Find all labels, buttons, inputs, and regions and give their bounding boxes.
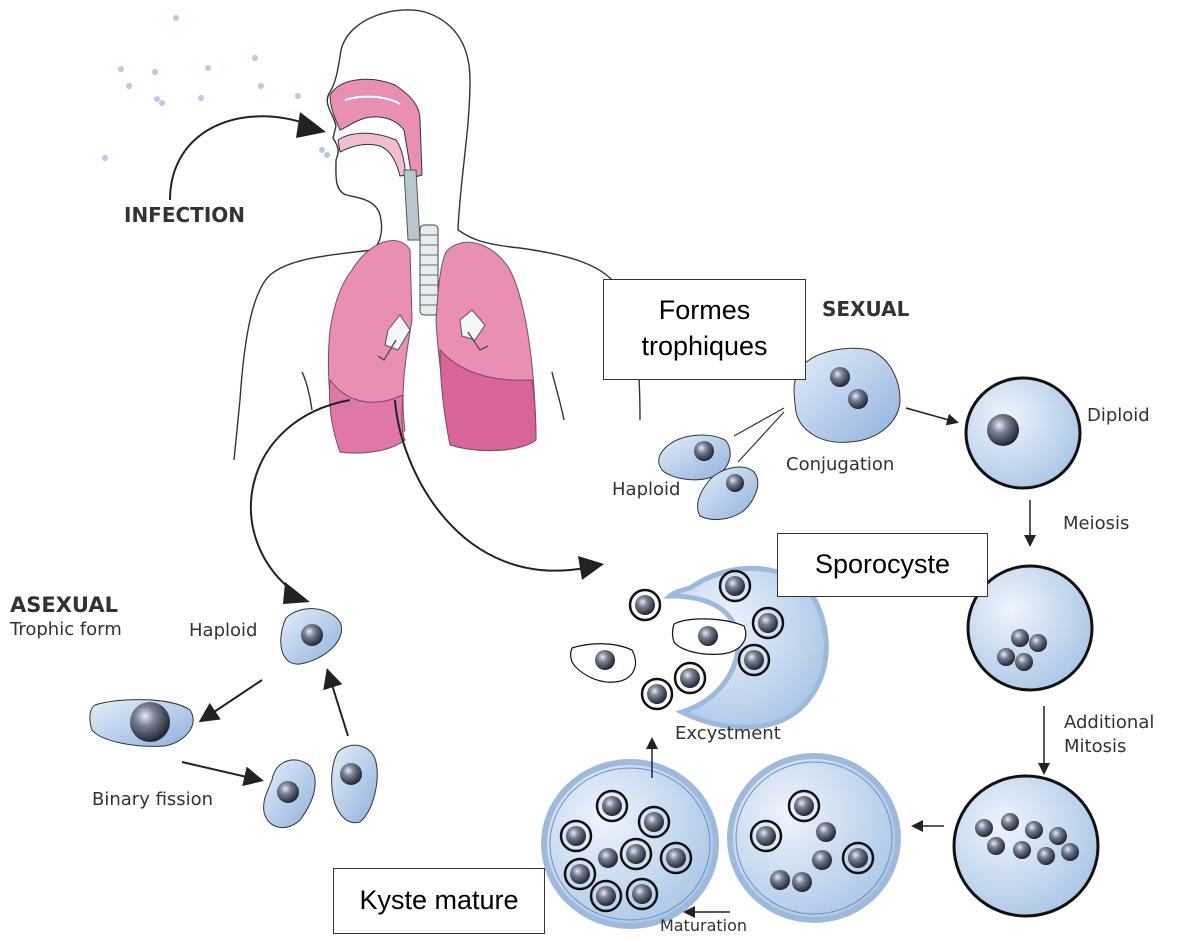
- formes-line-1: Formes: [604, 292, 805, 328]
- sporocyste-box: Sporocyste: [777, 533, 988, 597]
- binary-fission-label: Binary fission: [92, 790, 213, 811]
- trophic-form-label: Trophic form: [10, 620, 122, 641]
- diploid-label: Diploid: [1087, 406, 1150, 427]
- maturation-label: Maturation: [660, 917, 747, 935]
- formes-line-2: trophiques: [604, 328, 805, 364]
- arrow-haploid-to-fission: [202, 680, 262, 720]
- sexual-label: SEXUAL: [822, 297, 909, 321]
- additional-label: Additional: [1064, 713, 1154, 734]
- trachea: [420, 225, 438, 315]
- conjugation-label: Conjugation: [786, 455, 894, 476]
- kyste-mature-box: Kyste mature: [333, 868, 545, 934]
- daughter-cell-2: [332, 745, 378, 823]
- asexual-haploid-cell: [281, 609, 342, 664]
- binary-fission-cell: [90, 700, 193, 747]
- meiosis-label: Meiosis: [1063, 514, 1129, 535]
- infection-label: INFECTION: [124, 203, 245, 227]
- haploid-asexual-label: Haploid: [189, 621, 257, 642]
- mitosis-label: Mitosis: [1064, 737, 1126, 758]
- sporocyste-text: Sporocyste: [815, 549, 950, 579]
- haploid-sexual-label: Haploid: [612, 480, 680, 501]
- maturing-cyst: [730, 756, 898, 920]
- arrow-to-diploid: [906, 408, 956, 422]
- excystment-label: Excystment: [675, 724, 781, 745]
- conjugating-cell: [794, 348, 900, 442]
- arrow-fission-to-daughter: [182, 762, 260, 780]
- airborne-spores: [102, 15, 330, 161]
- asexual-label: ASEXUAL: [10, 593, 118, 617]
- kyste-mature-text: Kyste mature: [359, 885, 518, 915]
- conjugation-lines: [734, 408, 784, 462]
- diploid-cell: [966, 378, 1080, 488]
- arrow-daughter-to-haploid: [328, 672, 348, 736]
- late-sporocyte: [954, 776, 1098, 916]
- formes-trophiques-box: Formes trophiques: [603, 279, 806, 380]
- mature-cyst: [544, 762, 716, 926]
- released-trophic-cell-2: [571, 644, 636, 682]
- nasal-airway: [330, 79, 422, 240]
- released-trophic-cell-1: [673, 619, 746, 654]
- daughter-cell-1: [264, 760, 316, 828]
- infection-arrow: [170, 116, 310, 200]
